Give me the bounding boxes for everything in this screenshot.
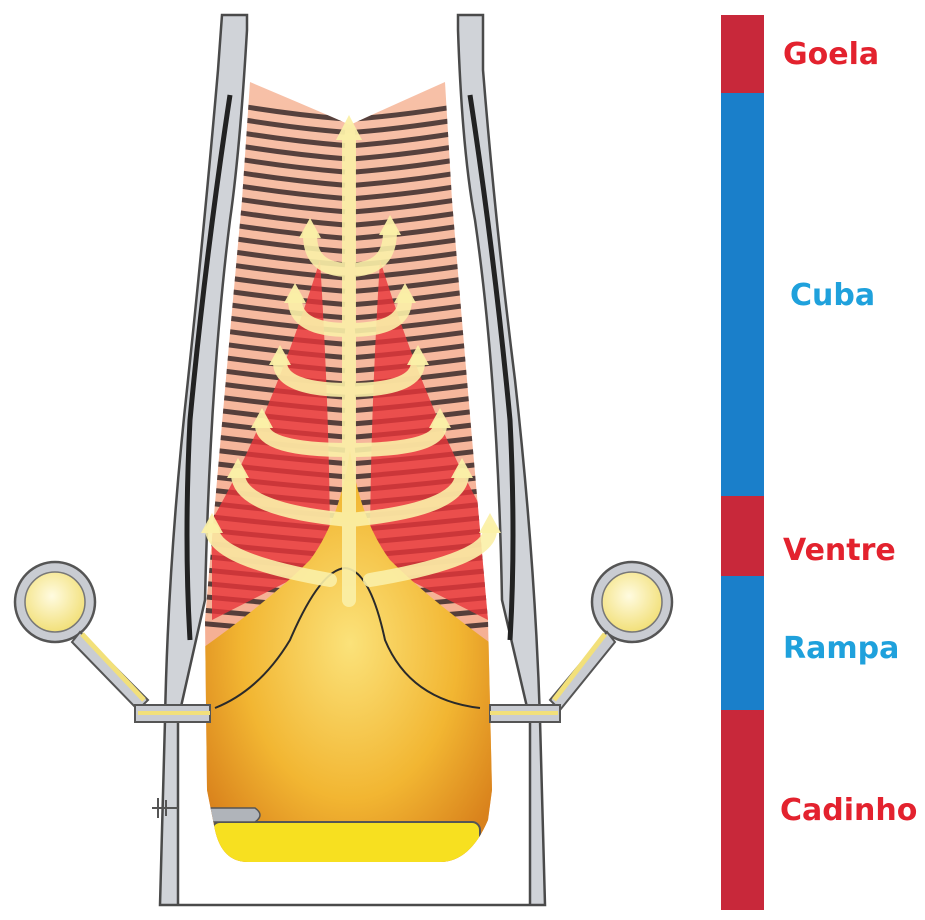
zone-segment-goela: [721, 15, 764, 93]
zone-bar: [721, 15, 764, 910]
blowpipe-right: [550, 632, 615, 710]
zone-label-cuba: Cuba: [790, 278, 875, 313]
zone-segment-cuba: [721, 93, 764, 496]
blowpipe-right-core: [554, 634, 605, 700]
furnace: [15, 15, 672, 905]
zone-label-goela: Goela: [783, 37, 879, 72]
taphole: [210, 808, 260, 822]
blowpipe-left: [72, 632, 148, 710]
bustle-pipe-left-inner: [25, 572, 85, 632]
blowpipe-left-core: [82, 634, 144, 700]
zone-label-rampa: Rampa: [783, 631, 899, 666]
arrowhead-r6: [479, 513, 501, 533]
bustle-pipe-right-inner: [602, 572, 662, 632]
zone-segment-rampa: [721, 576, 764, 710]
zone-segment-ventre: [721, 496, 764, 576]
hearth-molten-iron: [212, 822, 480, 867]
zone-label-ventre: Ventre: [783, 533, 896, 568]
zone-segment-cadinho: [721, 710, 764, 910]
zone-label-cadinho: Cadinho: [780, 793, 917, 828]
